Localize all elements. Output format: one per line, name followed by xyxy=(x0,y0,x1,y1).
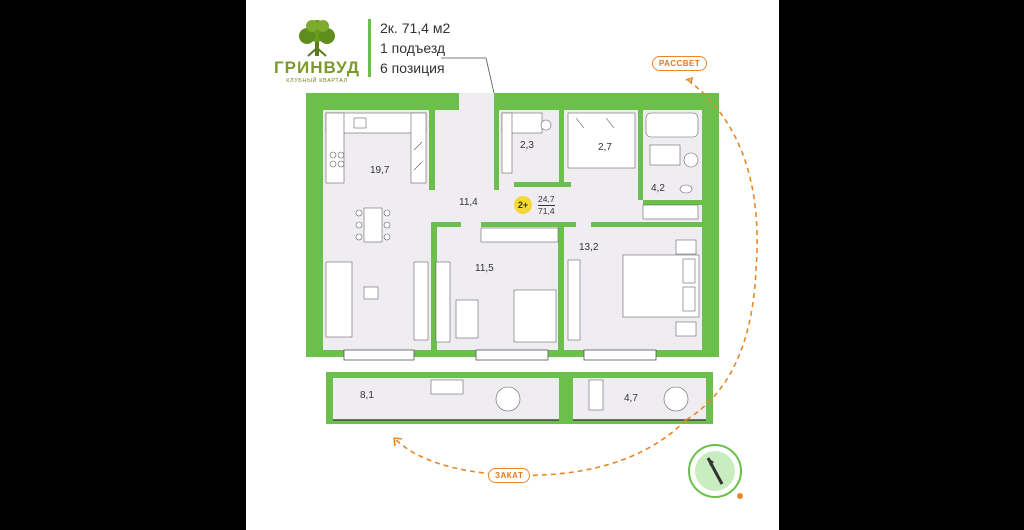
armchair-icon xyxy=(363,286,379,300)
desk-icon xyxy=(455,299,479,339)
bath-wall-left xyxy=(494,110,499,190)
sofa-icon xyxy=(325,261,353,338)
total-area: 71,4 xyxy=(538,206,555,216)
sunset-label: ЗАКАТ xyxy=(488,468,531,483)
bedroom-wall-mid xyxy=(558,222,564,350)
room-area-kitchen: 19,7 xyxy=(370,165,390,176)
room-area-wardrobe: 2,7 xyxy=(598,142,612,153)
compass-icon xyxy=(688,444,743,499)
table-icon xyxy=(495,386,521,412)
window xyxy=(583,349,657,361)
info-position: 6 позиция xyxy=(380,60,445,76)
bathtub-icon xyxy=(645,112,699,138)
sunset-path xyxy=(393,419,687,477)
bedroom-wardrobe-icon xyxy=(567,259,581,341)
nightstand-icon xyxy=(675,239,697,255)
floor-plan-sheet: ГРИНВУД КЛУБНЫЙ КВАРТАЛ 2к. 71,4 м2 1 по… xyxy=(246,0,779,530)
sunrise-label: РАССВЕТ xyxy=(652,56,708,71)
sun-icon xyxy=(737,493,743,499)
nightstand-icon xyxy=(675,321,697,337)
bath-wall-mid xyxy=(559,110,564,182)
apartment-info: 2к. 71,4 м2 1 подъезд 6 позиция xyxy=(380,18,450,78)
room-area-balcony-left: 8,1 xyxy=(360,390,374,401)
toilet-icon xyxy=(679,184,693,194)
room-area-bathroom: 4,2 xyxy=(651,183,665,194)
kitchen-wall xyxy=(429,110,435,190)
rooms-count-badge: 2+ xyxy=(514,196,532,214)
room-area-bath-small: 2,3 xyxy=(520,140,534,151)
toilet-icon xyxy=(540,119,552,131)
info-type-area: 2к. 71,4 м2 xyxy=(380,20,451,36)
dining-table-icon xyxy=(355,207,391,243)
room-area-bedroom: 13,2 xyxy=(579,242,599,253)
brand-name: ГРИНВУД xyxy=(274,58,360,77)
stove-icon xyxy=(329,151,345,168)
sink-icon xyxy=(353,117,367,129)
window xyxy=(343,349,415,361)
tree-icon xyxy=(299,20,335,57)
brand-tagline: КЛУБНЫЙ КВАРТАЛ xyxy=(286,78,348,84)
sunrise-path xyxy=(685,79,758,421)
wardrobe-icon xyxy=(567,112,636,169)
room-area-balcony-right: 4,7 xyxy=(624,393,638,404)
bedroom-wall-left xyxy=(431,222,437,350)
table-icon xyxy=(663,386,689,412)
bench-icon xyxy=(430,379,464,395)
area-totals: 24,7 71,4 xyxy=(538,194,555,216)
info-entrance: 1 подъезд xyxy=(380,40,446,56)
hall-wardrobe-icon xyxy=(480,227,559,243)
washing-machine-icon xyxy=(683,152,699,168)
sink-icon xyxy=(649,144,681,166)
room-area-hall: 11,4 xyxy=(459,197,478,208)
plan-drawing xyxy=(306,57,758,499)
fridge-icon xyxy=(410,112,427,184)
window xyxy=(475,349,549,361)
shelf-icon xyxy=(435,261,451,343)
living-area: 24,7 xyxy=(538,194,555,206)
brand-logo: ГРИНВУД КЛУБНЫЙ КВАРТАЛ xyxy=(274,18,360,88)
info-divider xyxy=(368,19,371,77)
bed-single-icon xyxy=(513,289,557,343)
tv-stand-icon xyxy=(413,261,429,341)
bench-icon xyxy=(588,379,604,411)
bath-wall-right xyxy=(638,110,643,200)
room-area-bedroom-small: 11,5 xyxy=(475,263,494,274)
